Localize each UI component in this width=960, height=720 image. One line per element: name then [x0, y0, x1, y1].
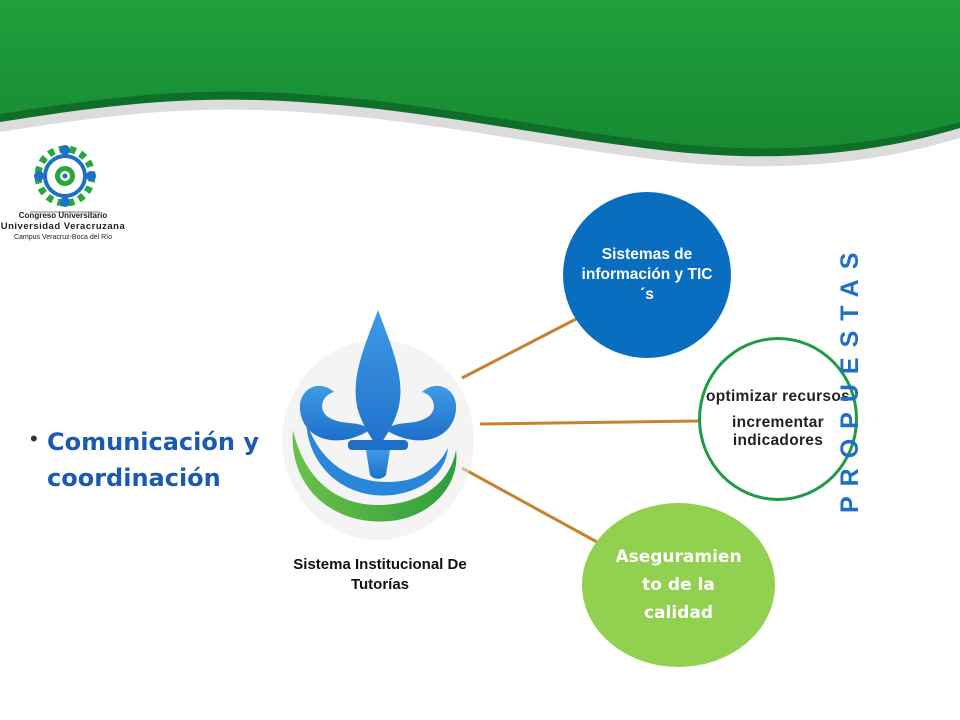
node-information-systems-label: Sistemas de información y TIC´s	[581, 246, 713, 303]
node-quality: Aseguramien to de la calidad	[582, 503, 775, 667]
node-information-systems: Sistemas de información y TIC´s	[563, 192, 731, 358]
node-resources-label-1: optimizar recursos	[705, 388, 851, 405]
fleur-de-lis-icon	[282, 310, 474, 540]
bullet-dot-icon: •	[30, 426, 38, 451]
logo-line-1: Congreso Universitario	[18, 211, 108, 220]
node-quality-label: Aseguramien to de la calidad	[615, 547, 742, 623]
logo-line-3: Campus Veracruz-Boca del Río	[13, 234, 113, 241]
congress-logo-icon	[30, 145, 100, 213]
center-caption: Sistema Institucional De Tutorías	[293, 556, 467, 593]
connector-to-resources	[479, 419, 699, 426]
node-resources: optimizar recursos incrementar indicador…	[698, 337, 858, 501]
vertical-label-container: PROPUESTAS	[832, 108, 868, 513]
vertical-label: PROPUESTAS	[836, 242, 864, 513]
banner-wave	[0, 0, 960, 149]
bullet-text: Comunicación y coordinación	[47, 428, 259, 492]
header-banner	[0, 0, 960, 167]
logo-caption: Congreso Universitario Universidad Verac…	[0, 210, 126, 243]
connector-to-tic	[461, 317, 577, 380]
logo-line-2: Universidad Veracruzana	[0, 221, 126, 232]
node-resources-label-2: incrementar indicadores	[731, 414, 825, 449]
connector-to-quality	[461, 466, 598, 544]
